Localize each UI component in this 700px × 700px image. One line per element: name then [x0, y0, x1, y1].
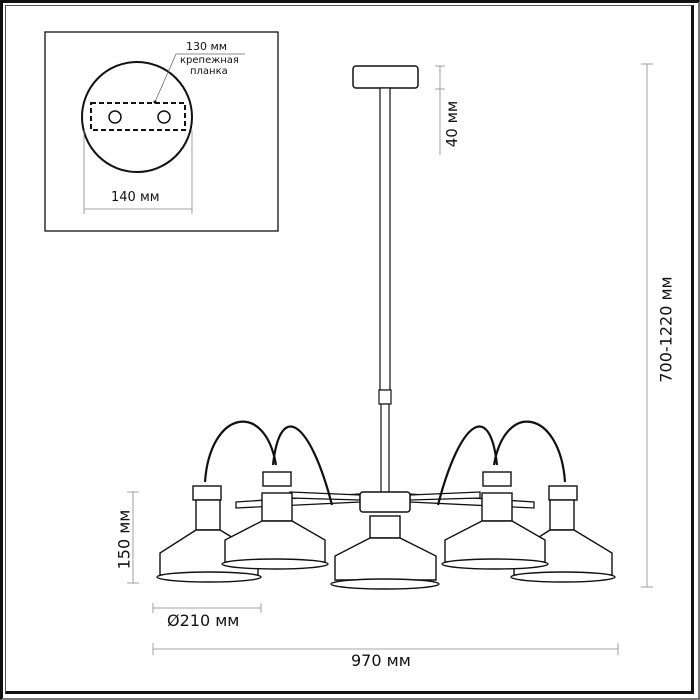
inset-box — [44, 31, 279, 232]
inner-frame — [5, 5, 694, 694]
canopy — [352, 65, 419, 89]
mount-hole-right — [157, 110, 171, 124]
mounting-plate — [90, 102, 186, 131]
shade-right — [441, 471, 549, 570]
shade-diameter-label: Ø210 мм — [167, 611, 240, 630]
total-width-label: 970 мм — [351, 651, 411, 670]
shade-left — [221, 471, 329, 570]
total-height-label: 700-1220 мм — [656, 276, 676, 383]
mount-plate-label-line1: крепежная — [180, 55, 239, 66]
mount-plate-width-label: 130 мм — [186, 40, 228, 53]
canopy-height-label: 40 мм — [443, 100, 461, 148]
canopy-top-view — [81, 61, 193, 173]
shade-height-label: 150 мм — [114, 509, 134, 570]
shade-center — [330, 515, 440, 590]
mount-hole-left — [108, 110, 122, 124]
mount-plate-label-line2: планка — [190, 66, 228, 77]
canopy-diameter-label: 140 мм — [111, 190, 160, 205]
rod — [379, 87, 391, 391]
hub — [359, 491, 411, 513]
